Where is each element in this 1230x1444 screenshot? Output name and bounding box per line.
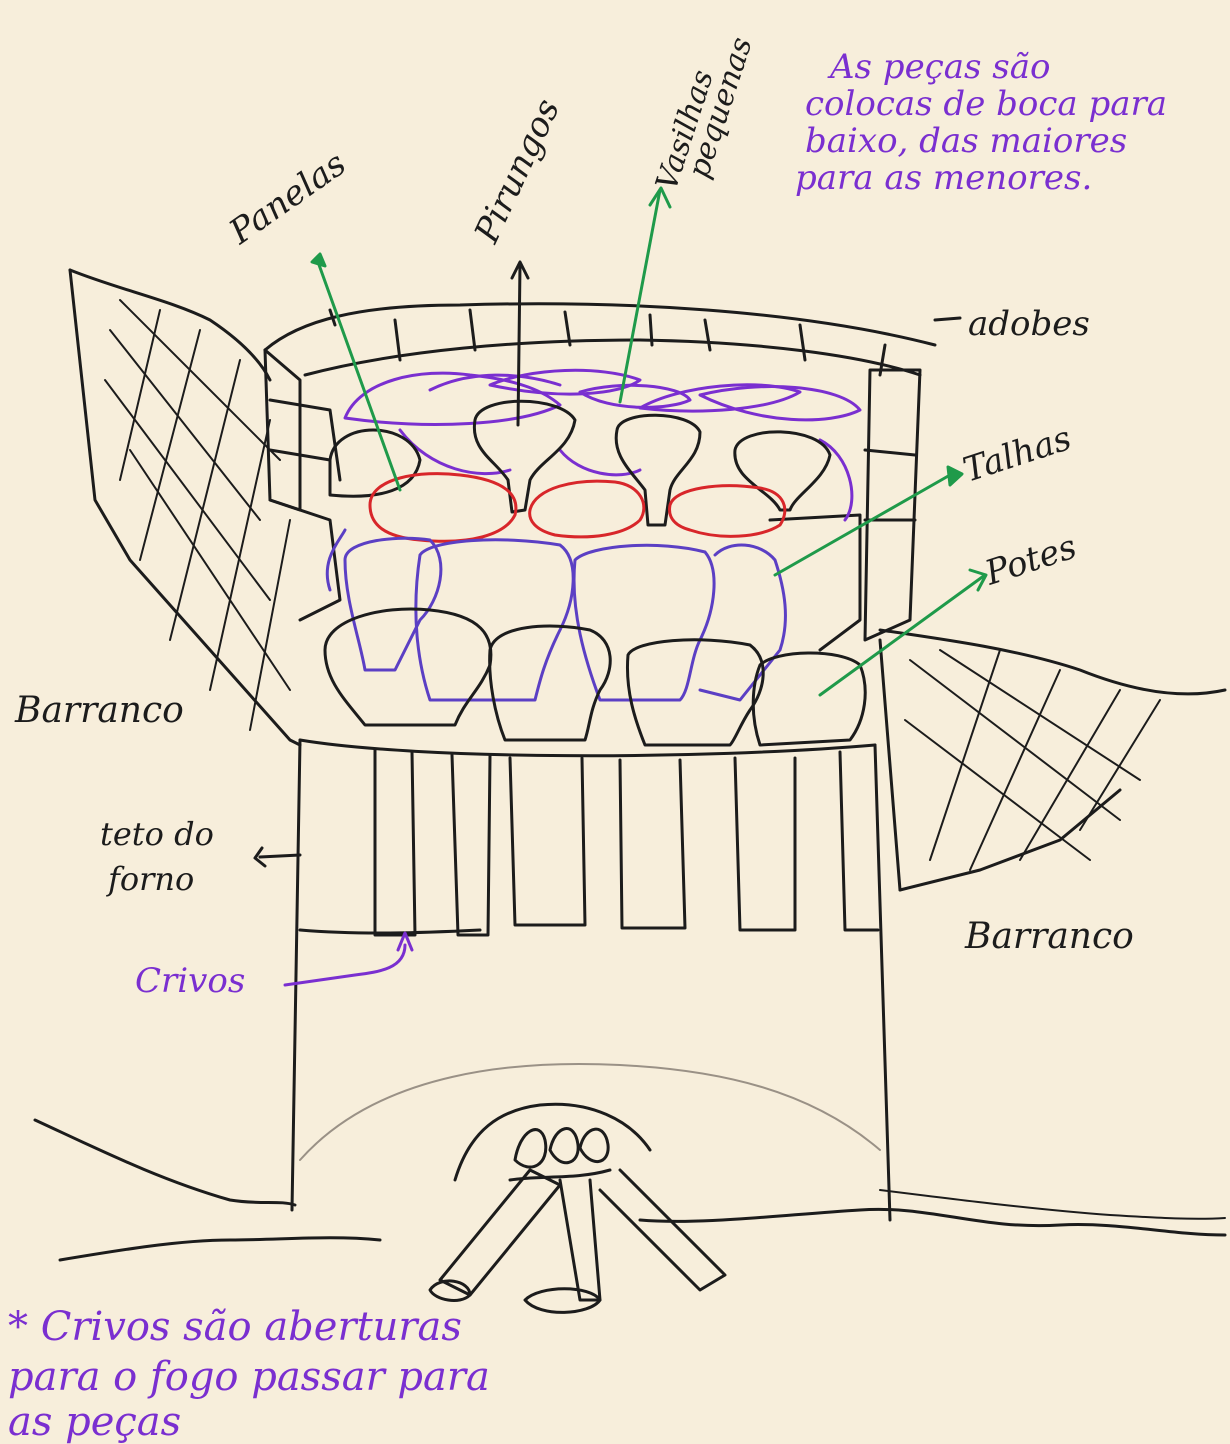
- ravine-left: [70, 270, 300, 745]
- label-crivos: Crivos: [135, 961, 245, 1001]
- crivos-grate: [375, 750, 878, 935]
- footnote-line-2: para o fogo passar para: [8, 1354, 490, 1400]
- label-adobes: adobes: [968, 304, 1090, 344]
- arrow-crivos: [285, 933, 412, 985]
- note-line-3: baixo, das maiores: [805, 121, 1127, 161]
- firewood-logs: [430, 1170, 725, 1312]
- label-panelas: Panelas: [221, 144, 353, 253]
- talhas-row: [327, 530, 785, 700]
- panelas-row: [370, 474, 785, 542]
- label-teto-2: forno: [106, 860, 194, 898]
- furnace-walls: [292, 740, 890, 1220]
- ground: [35, 1120, 1225, 1260]
- note-line-4: para as menores.: [795, 158, 1092, 198]
- footnote-block: * Crivos são aberturas para o fogo passa…: [8, 1304, 490, 1444]
- adobe-wall: [265, 304, 935, 650]
- label-barranco-left: Barranco: [14, 690, 184, 731]
- furnace-arch: [300, 1064, 880, 1160]
- label-talhas: Talhas: [958, 418, 1076, 490]
- note-line-2: colocas de boca para: [805, 84, 1167, 124]
- vasilhas-pequenas-row: [345, 370, 860, 520]
- label-barranco-right: Barranco: [964, 916, 1134, 957]
- fire: [455, 1104, 650, 1180]
- leader-lines-black: [255, 262, 960, 866]
- arrow-potes: [820, 575, 985, 695]
- pirungos-row: [330, 401, 830, 525]
- leader-arrows: [312, 188, 986, 695]
- note-line-1: As peças são: [827, 47, 1050, 87]
- arrow-teto: [260, 855, 300, 857]
- arrow-vasilhas: [620, 190, 660, 402]
- label-teto-1: teto do: [100, 815, 214, 853]
- arrow-pirungos: [518, 265, 520, 425]
- footnote-line-3: as peças: [8, 1399, 181, 1444]
- arrow-talhas: [775, 475, 950, 575]
- ravine-right: [880, 630, 1225, 890]
- note-block: As peças são colocas de boca para baixo,…: [795, 47, 1167, 198]
- label-potes: Potes: [979, 527, 1081, 594]
- footnote-line-1: * Crivos são aberturas: [8, 1304, 462, 1350]
- line-adobes: [935, 318, 960, 320]
- label-pirungos: Pirungos: [466, 93, 568, 250]
